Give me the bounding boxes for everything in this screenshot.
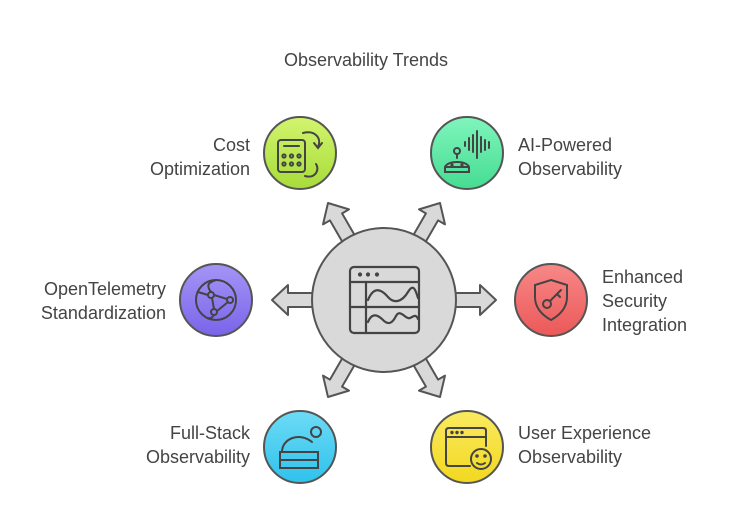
node-user-experience-observability [430, 410, 504, 484]
node-cost-optimization [263, 116, 337, 190]
label-enhanced-security-integration: Enhanced Security Integration [602, 265, 687, 337]
label-line: Full-Stack [169, 423, 250, 443]
label-line: AI-Powered [518, 135, 613, 155]
center-hub [311, 227, 457, 373]
node-opentelemetry-standardization [179, 263, 253, 337]
label-cost-optimization: Cost Optimization [150, 133, 250, 181]
dashboard-chart-icon [348, 265, 421, 335]
layered-stack-icon [279, 426, 322, 469]
label-line: Optimization [149, 159, 250, 179]
label-line: Observability [518, 447, 623, 467]
label-line: Observability [518, 159, 623, 179]
node-ai-powered-observability [430, 116, 504, 190]
label-ai-powered-observability: AI-Powered Observability [518, 133, 622, 181]
diagram-title: Observability Trends [283, 50, 449, 70]
label-line: Enhanced [602, 267, 684, 287]
browser-smiley-icon [445, 427, 492, 470]
label-user-experience-observability: User Experience Observability [518, 421, 651, 469]
label-line: Security [602, 291, 668, 311]
network-globe-icon [195, 279, 237, 321]
node-full-stack-observability [263, 410, 337, 484]
label-line: Observability [145, 447, 250, 467]
label-line: OpenTelemetry [43, 279, 166, 299]
label-line: Integration [602, 315, 688, 335]
label-full-stack-observability: Full-Stack Observability [146, 421, 250, 469]
label-line: Standardization [40, 303, 166, 323]
shield-key-icon [534, 278, 568, 322]
robot-voice-icon [444, 130, 490, 173]
node-enhanced-security-integration [514, 263, 588, 337]
label-line: User Experience [518, 423, 652, 443]
label-opentelemetry-standardization: OpenTelemetry Standardization [41, 277, 166, 325]
label-line: Cost [212, 135, 250, 155]
calculator-cycle-icon [277, 131, 323, 178]
